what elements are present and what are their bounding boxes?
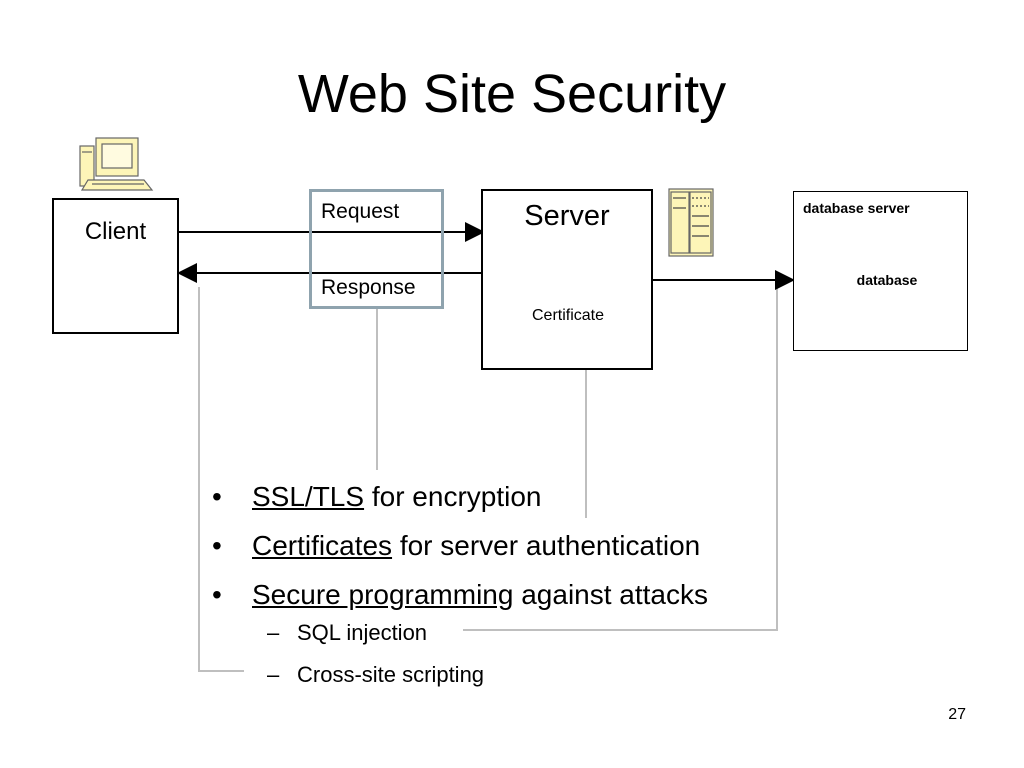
bullet-text: against attacks bbox=[513, 579, 709, 610]
sub-bullet-cross-site-scripting: –Cross-site scripting bbox=[267, 662, 484, 688]
server-box bbox=[481, 189, 653, 370]
bullet-list: • SSL/TLS for encryption • Certificates … bbox=[212, 472, 708, 619]
computer-icon bbox=[79, 137, 154, 191]
request-label: Request bbox=[321, 200, 400, 223]
sub-bullet-dash: – bbox=[267, 662, 280, 687]
bullet-item: • Certificates for server authentication bbox=[212, 521, 708, 570]
certificates-link[interactable]: Certificates bbox=[252, 530, 393, 561]
connector-client-to-xss bbox=[198, 287, 244, 672]
client-box bbox=[52, 198, 179, 334]
server-label: Server bbox=[524, 200, 610, 232]
sub-bullet-dash: – bbox=[267, 620, 280, 645]
request-response-box bbox=[309, 189, 444, 309]
database-server-label: database server bbox=[803, 200, 910, 216]
connector-db-to-sql-injection bbox=[463, 287, 778, 631]
bullet-item: • Secure programming against attacks bbox=[212, 570, 708, 619]
secure-programming-link[interactable]: Secure programming bbox=[252, 579, 514, 610]
bullet-text: for server authentication bbox=[392, 530, 701, 561]
sub-bullet-text: SQL injection bbox=[297, 620, 428, 645]
database-label: database bbox=[856, 272, 918, 288]
bullet-dot: • bbox=[212, 530, 222, 561]
connector-lines bbox=[198, 287, 778, 672]
certificate-label: Certificate bbox=[531, 307, 605, 324]
bullet-text: for encryption bbox=[364, 481, 542, 512]
sub-bullet-sql-injection: –SQL injection bbox=[267, 620, 427, 646]
response-label: Response bbox=[321, 276, 416, 299]
sub-bullet-text: Cross-site scripting bbox=[297, 662, 485, 687]
client-label: Client bbox=[84, 218, 147, 245]
bullet-dot: • bbox=[212, 481, 222, 512]
ssl-tls-link[interactable]: SSL/TLS bbox=[252, 481, 365, 512]
bullet-item: • SSL/TLS for encryption bbox=[212, 472, 708, 521]
server-tower-icon bbox=[668, 188, 714, 257]
page-number: 27 bbox=[948, 706, 966, 723]
database-server-box bbox=[793, 191, 968, 351]
slide-title: Web Site Security bbox=[297, 64, 727, 124]
bullet-dot: • bbox=[212, 579, 222, 610]
